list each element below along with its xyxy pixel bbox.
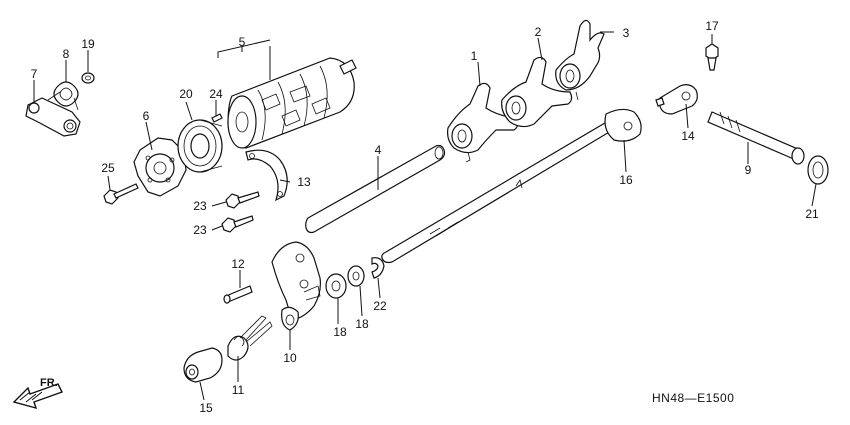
spring-8-part xyxy=(47,81,79,111)
callout-4: 4 xyxy=(375,143,382,157)
callout-9: 9 xyxy=(745,163,752,177)
guide-plate-part xyxy=(245,149,288,202)
washer-18b-part xyxy=(347,265,365,287)
callout-19: 19 xyxy=(81,37,95,51)
stopper-arm-part xyxy=(25,97,81,137)
callout-17: 17 xyxy=(705,19,719,33)
shift-drum-part xyxy=(227,57,357,149)
pin-12-part xyxy=(223,285,253,304)
shift-arm-14-part xyxy=(655,84,698,115)
callout-13: 13 xyxy=(297,175,311,189)
washer-19-part xyxy=(81,72,95,84)
callout-3: 3 xyxy=(623,26,630,40)
shift-spindle-part xyxy=(381,108,642,264)
bolt-23b-part xyxy=(221,215,254,233)
callout-7: 7 xyxy=(31,67,38,81)
callout-23b: 23 xyxy=(193,223,207,237)
callout-5: 5 xyxy=(239,35,246,49)
front-label: FR. xyxy=(40,377,58,389)
callout-20: 20 xyxy=(179,87,193,101)
callout-21: 21 xyxy=(805,207,819,221)
clip-22-part xyxy=(371,257,385,279)
callout-12: 12 xyxy=(231,257,245,271)
collar-15-part xyxy=(183,347,223,383)
pin-24-part xyxy=(211,113,223,123)
bolt-23a-part xyxy=(225,191,260,209)
bearing-part xyxy=(177,119,223,173)
stopper-plate-part xyxy=(271,241,321,331)
callout-2: 2 xyxy=(535,25,542,39)
callout-1: 1 xyxy=(471,49,478,63)
spring-11-part xyxy=(227,315,273,361)
callout-24: 24 xyxy=(209,87,223,101)
washer-18a-part xyxy=(325,273,347,299)
leader-lines xyxy=(33,31,817,401)
callout-23a: 23 xyxy=(193,199,207,213)
callout-11: 11 xyxy=(232,383,245,397)
front-direction-arrow-icon xyxy=(12,383,63,410)
callout-14: 14 xyxy=(681,129,695,143)
shift-fork-2-part xyxy=(501,56,573,128)
callout-18b: 18 xyxy=(355,317,369,331)
callout-22: 22 xyxy=(373,299,387,313)
callout-16: 16 xyxy=(619,173,633,187)
figure-code: HN48—E1500 xyxy=(652,391,734,405)
fork-shaft-part xyxy=(305,144,446,234)
bolt-17-part xyxy=(705,43,719,71)
oil-seal-21-part xyxy=(807,155,829,185)
callout-8: 8 xyxy=(63,47,70,61)
callout-10: 10 xyxy=(283,351,297,365)
callout-labels: 1 2 3 4 5 6 7 8 9 10 11 12 13 14 15 16 1… xyxy=(31,19,819,415)
callout-25: 25 xyxy=(101,161,115,175)
callout-6: 6 xyxy=(143,109,150,123)
shaft-9-part xyxy=(707,111,805,165)
callout-15: 15 xyxy=(199,401,213,415)
shift-fork-3-part xyxy=(555,19,605,101)
shift-fork-1-part xyxy=(447,82,519,163)
callout-18a: 18 xyxy=(333,325,347,339)
drum-center-part xyxy=(133,137,187,197)
